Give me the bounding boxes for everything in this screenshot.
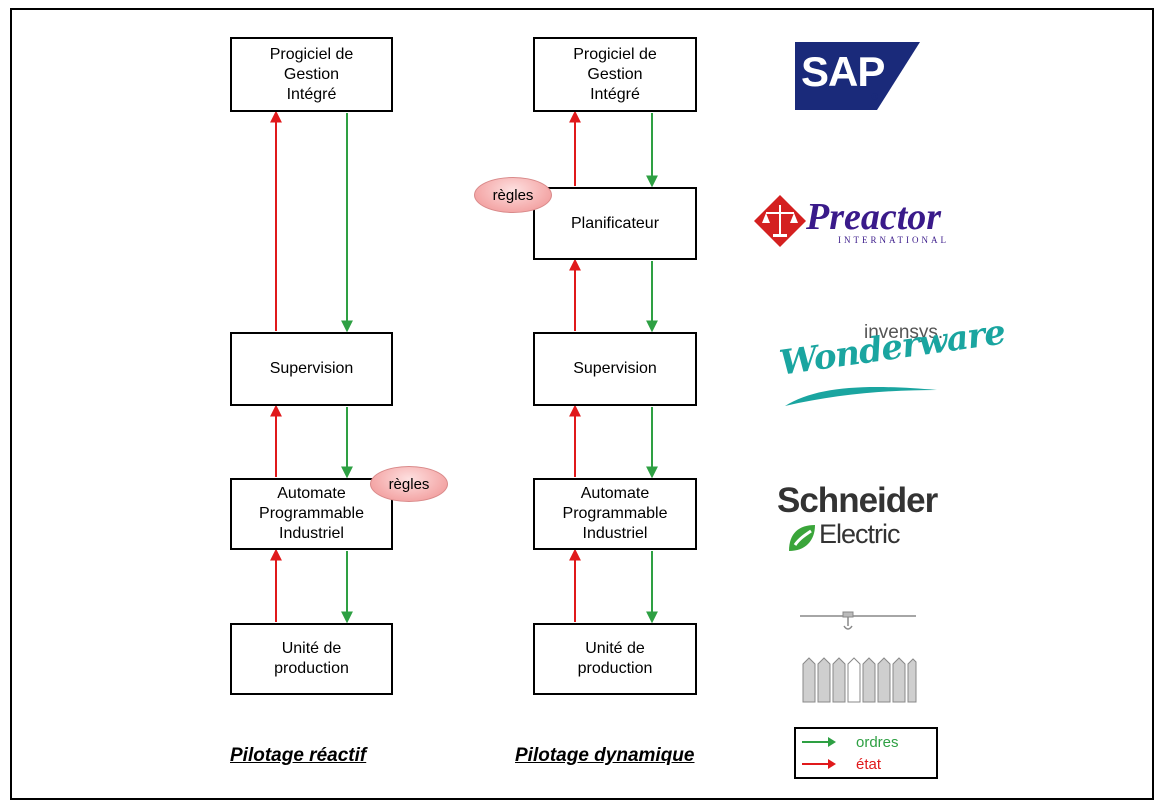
dynamic-pgi-box: Progiciel de Gestion Intégré <box>533 37 697 112</box>
legend-state: état <box>800 754 881 774</box>
reactive-pgi-label: Progiciel de Gestion Intégré <box>269 45 354 103</box>
reactive-supervision-box: Supervision <box>230 332 393 406</box>
dynamic-supervision-label: Supervision <box>573 360 657 377</box>
warehouse-crane-shape <box>800 611 917 703</box>
sap-logo-shape <box>795 42 920 110</box>
sap-logo-mark: ® <box>871 92 879 103</box>
dynamic-planif-label: Planificateur <box>570 214 660 232</box>
legend-orders-arrow <box>802 737 836 747</box>
legend-state-arrow <box>802 759 836 769</box>
preactor-logo-text: Preactor <box>806 196 942 238</box>
dynamic-rules-label: règles <box>492 186 534 204</box>
wonderware-swoosh <box>785 387 937 406</box>
reactive-supervision-label: Supervision <box>269 360 354 377</box>
scales-icon <box>754 195 806 247</box>
dynamic-supervision-box: Supervision <box>533 332 697 406</box>
schneider-logo: Schneider Electric <box>777 481 947 561</box>
legend: ordres état <box>794 727 938 779</box>
sap-logo-text: SAP <box>801 48 885 95</box>
schneider-leaf-icon <box>789 525 815 551</box>
sap-logo: SAP ® <box>795 42 920 112</box>
reactive-api-box: Automate Programmable Industriel <box>230 478 393 550</box>
wonderware-brand: invensys. <box>864 322 944 343</box>
dynamic-planif-box: Planificateur <box>533 187 697 260</box>
warehouse-crane-icon <box>800 606 920 706</box>
reactive-caption: Pilotage réactif <box>230 745 367 766</box>
dynamic-rules-bubble: règles <box>474 177 552 213</box>
reactive-pgi-box: Progiciel de Gestion Intégré <box>230 37 393 112</box>
reactive-unite-label: Unité de production <box>274 640 349 677</box>
preactor-logo-subtext: INTERNATIONAL <box>838 235 949 245</box>
dynamic-unite-label: Unité de production <box>577 640 653 677</box>
dynamic-api-box: Automate Programmable Industriel <box>533 478 697 550</box>
reactive-rules-bubble: règles <box>370 466 448 502</box>
wonderware-logo: invensys. Wonderware <box>777 312 1007 412</box>
legend-orders: ordres <box>800 732 899 752</box>
legend-state-label: état <box>856 755 882 773</box>
legend-orders-label: ordres <box>856 733 899 751</box>
reactive-unite-box: Unité de production <box>230 623 393 695</box>
schneider-logo-line2: Electric <box>819 519 901 549</box>
reactive-rules-label: règles <box>388 475 430 493</box>
preactor-logo: Preactor INTERNATIONAL <box>752 193 982 253</box>
dynamic-unite-box: Unité de production <box>533 623 697 695</box>
diagram-frame <box>10 8 1154 800</box>
schneider-logo-line1: Schneider <box>777 481 938 520</box>
dynamic-pgi-label: Progiciel de Gestion Intégré <box>573 45 657 103</box>
dynamic-caption: Pilotage dynamique <box>515 745 695 766</box>
dynamic-api-label: Automate Programmable Industriel <box>562 485 668 542</box>
reactive-api-label: Automate Programmable Industriel <box>259 485 364 542</box>
